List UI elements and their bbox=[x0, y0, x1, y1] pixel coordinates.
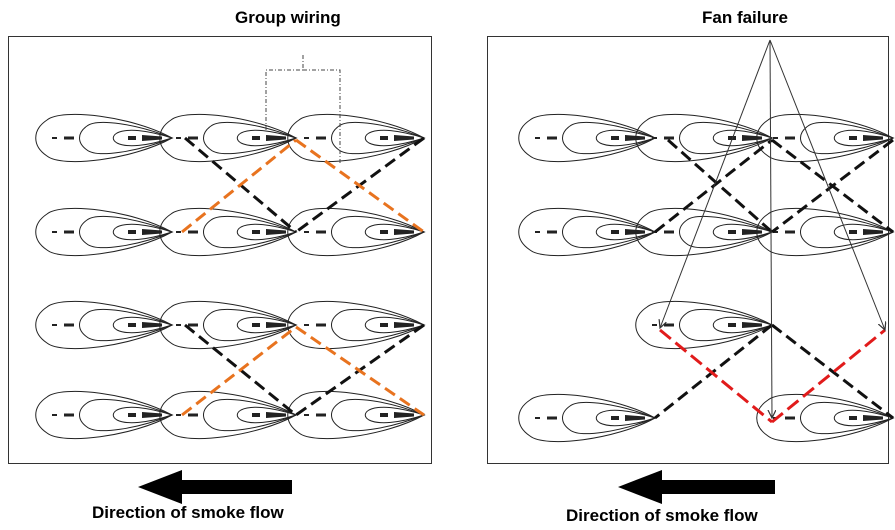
right-panel-title: Fan failure bbox=[702, 8, 788, 27]
group-wiring-box bbox=[265, 55, 341, 165]
right-wires-black bbox=[654, 138, 894, 420]
right-smoke-direction-arrow bbox=[618, 470, 775, 504]
left-panel-title: Group wiring bbox=[235, 8, 341, 27]
left-wires-black bbox=[184, 136, 425, 417]
right-panel-frame bbox=[487, 36, 889, 464]
fan-failure-arrows bbox=[660, 39, 885, 418]
right-wires-failed bbox=[659, 328, 886, 424]
left-fan-plumes bbox=[34, 112, 426, 441]
left-direction-caption: Direction of smoke flow bbox=[92, 503, 284, 522]
left-wires-orange bbox=[181, 138, 425, 417]
right-direction-caption: Direction of smoke flow bbox=[566, 506, 758, 525]
right-fan-plumes bbox=[517, 112, 895, 444]
left-smoke-direction-arrow bbox=[138, 470, 292, 504]
